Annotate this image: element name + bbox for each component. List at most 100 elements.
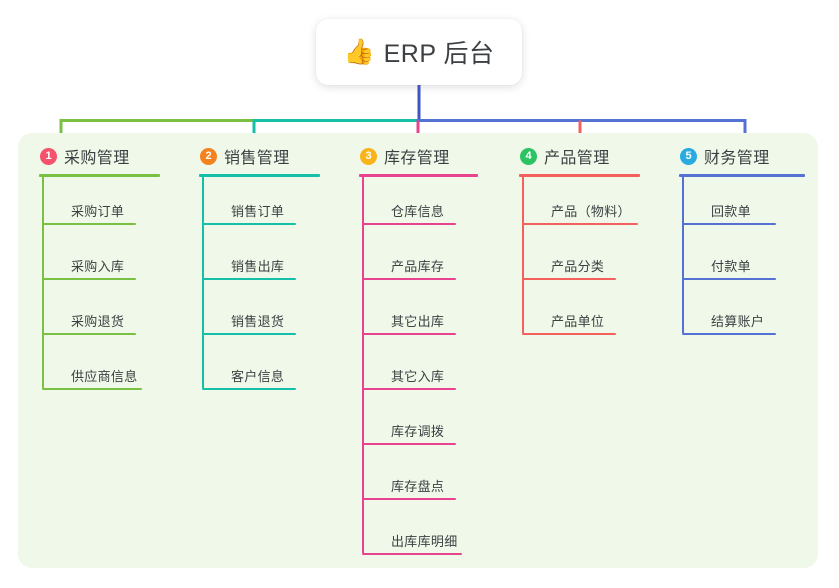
column-title-2: 销售管理 (224, 150, 290, 167)
column-title-3: 库存管理 (384, 150, 450, 167)
list-item[interactable]: 采购入库 (42, 232, 178, 287)
column-underline-1 (39, 174, 160, 177)
list-item-label: 销售订单 (231, 204, 285, 219)
list-item-underline (362, 388, 456, 390)
column-spine-5 (682, 175, 684, 333)
column-header-2[interactable]: 2 销售管理 (200, 144, 290, 168)
column-4: 4 产品管理产品（物料） 产品分类产品单位 (498, 133, 658, 568)
list-item[interactable]: 销售退货 (202, 287, 338, 342)
list-item[interactable]: 产品库存 (362, 232, 498, 287)
list-item-underline (42, 223, 136, 225)
list-item-underline (362, 278, 456, 280)
list-item[interactable]: 结算账户 (682, 287, 818, 342)
list-item-label: 结算账户 (711, 314, 765, 329)
list-item-label: 产品分类 (551, 259, 605, 274)
column-spine-1 (42, 175, 44, 388)
column-header-1[interactable]: 1 采购管理 (40, 144, 130, 168)
list-item-label: 其它入库 (391, 369, 445, 384)
column-badge-3: 3 (360, 147, 377, 165)
column-title-5: 财务管理 (704, 150, 770, 167)
list-item[interactable]: 产品单位 (522, 287, 658, 342)
list-item-label: 客户信息 (231, 369, 285, 384)
list-item-underline (522, 223, 638, 225)
column-items-2: 销售订单销售出库销售退货客户信息 (202, 177, 338, 397)
list-item-underline (682, 333, 776, 335)
list-item-label: 采购退货 (71, 314, 125, 329)
list-item-label: 库存调拨 (391, 424, 445, 439)
column-items-3: 仓库信息产品库存其它出库其它入库库存调拨库存盘点出库库明细 (362, 177, 498, 562)
list-item-underline (362, 333, 456, 335)
list-item-underline (362, 498, 456, 500)
root-title: ERP 后台 (383, 40, 495, 68)
list-item-label: 其它出库 (391, 314, 445, 329)
list-item[interactable]: 付款单 (682, 232, 818, 287)
column-items-4: 产品（物料） 产品分类产品单位 (522, 177, 658, 342)
list-item-underline (202, 388, 296, 390)
list-item-label: 供应商信息 (71, 369, 138, 384)
column-spine-4 (522, 175, 524, 333)
list-item-label: 付款单 (711, 259, 751, 274)
diagram-card (18, 133, 818, 568)
column-underline-4 (519, 174, 640, 177)
list-item-underline (42, 333, 136, 335)
list-item[interactable]: 回款单 (682, 177, 818, 232)
list-item-underline (202, 333, 296, 335)
list-item[interactable]: 产品（物料） (522, 177, 658, 232)
list-item[interactable]: 采购订单 (42, 177, 178, 232)
list-item-label: 产品（物料） (551, 204, 631, 219)
column-container: 1 采购管理采购订单采购入库采购退货供应商信息 2 销售管理销售订单销售出库销售退货客… (18, 133, 818, 568)
column-underline-5 (679, 174, 805, 177)
column-underline-3 (359, 174, 478, 177)
list-item-underline (202, 223, 296, 225)
column-2: 2 销售管理销售订单销售出库销售退货客户信息 (178, 133, 338, 568)
list-item[interactable]: 仓库信息 (362, 177, 498, 232)
list-item[interactable]: 供应商信息 (42, 342, 178, 397)
list-item-label: 销售退货 (231, 314, 285, 329)
list-item[interactable]: 库存调拨 (362, 397, 498, 452)
column-title-4: 产品管理 (544, 150, 610, 167)
list-item[interactable]: 销售订单 (202, 177, 338, 232)
list-item-label: 采购订单 (71, 204, 125, 219)
list-item-underline (202, 278, 296, 280)
list-item-label: 采购入库 (71, 259, 125, 274)
list-item-label: 仓库信息 (391, 204, 445, 219)
thumbs-up-icon: 👍 (343, 37, 375, 66)
list-item[interactable]: 其它出库 (362, 287, 498, 342)
list-item-label: 回款单 (711, 204, 751, 219)
column-spine-3 (362, 175, 364, 553)
list-item[interactable]: 其它入库 (362, 342, 498, 397)
list-item[interactable]: 库存盘点 (362, 452, 498, 507)
list-item-label: 产品库存 (391, 259, 445, 274)
list-item[interactable]: 出库库明细 (362, 507, 498, 562)
list-item-underline (682, 223, 776, 225)
list-item-underline (42, 278, 136, 280)
column-badge-1: 1 (40, 147, 57, 165)
column-header-5[interactable]: 5 财务管理 (680, 144, 770, 168)
list-item-label: 库存盘点 (391, 479, 445, 494)
column-underline-2 (199, 174, 320, 177)
column-header-3[interactable]: 3 库存管理 (360, 144, 450, 168)
list-item-label: 销售出库 (231, 259, 285, 274)
list-item-underline (362, 443, 456, 445)
column-badge-4: 4 (520, 147, 537, 165)
list-item-label: 产品单位 (551, 314, 605, 329)
column-5: 5 财务管理回款单付款单结算账户 (658, 133, 818, 568)
column-header-4[interactable]: 4 产品管理 (520, 144, 610, 168)
column-badge-2: 2 (200, 147, 217, 165)
root-node[interactable]: 👍 ERP 后台 (316, 19, 522, 85)
column-1: 1 采购管理采购订单采购入库采购退货供应商信息 (18, 133, 178, 568)
column-3: 3 库存管理仓库信息产品库存其它出库其它入库库存调拨库存盘点出库库明细 (338, 133, 498, 568)
list-item[interactable]: 采购退货 (42, 287, 178, 342)
column-items-1: 采购订单采购入库采购退货供应商信息 (42, 177, 178, 397)
column-title-1: 采购管理 (64, 150, 130, 167)
list-item[interactable]: 客户信息 (202, 342, 338, 397)
list-item[interactable]: 产品分类 (522, 232, 658, 287)
column-badge-5: 5 (680, 147, 697, 165)
list-item-underline (682, 278, 776, 280)
list-item[interactable]: 销售出库 (202, 232, 338, 287)
list-item-underline (362, 553, 462, 555)
list-item-underline (522, 333, 616, 335)
list-item-underline (42, 388, 142, 390)
list-item-label: 出库库明细 (391, 534, 458, 549)
list-item-underline (522, 278, 616, 280)
